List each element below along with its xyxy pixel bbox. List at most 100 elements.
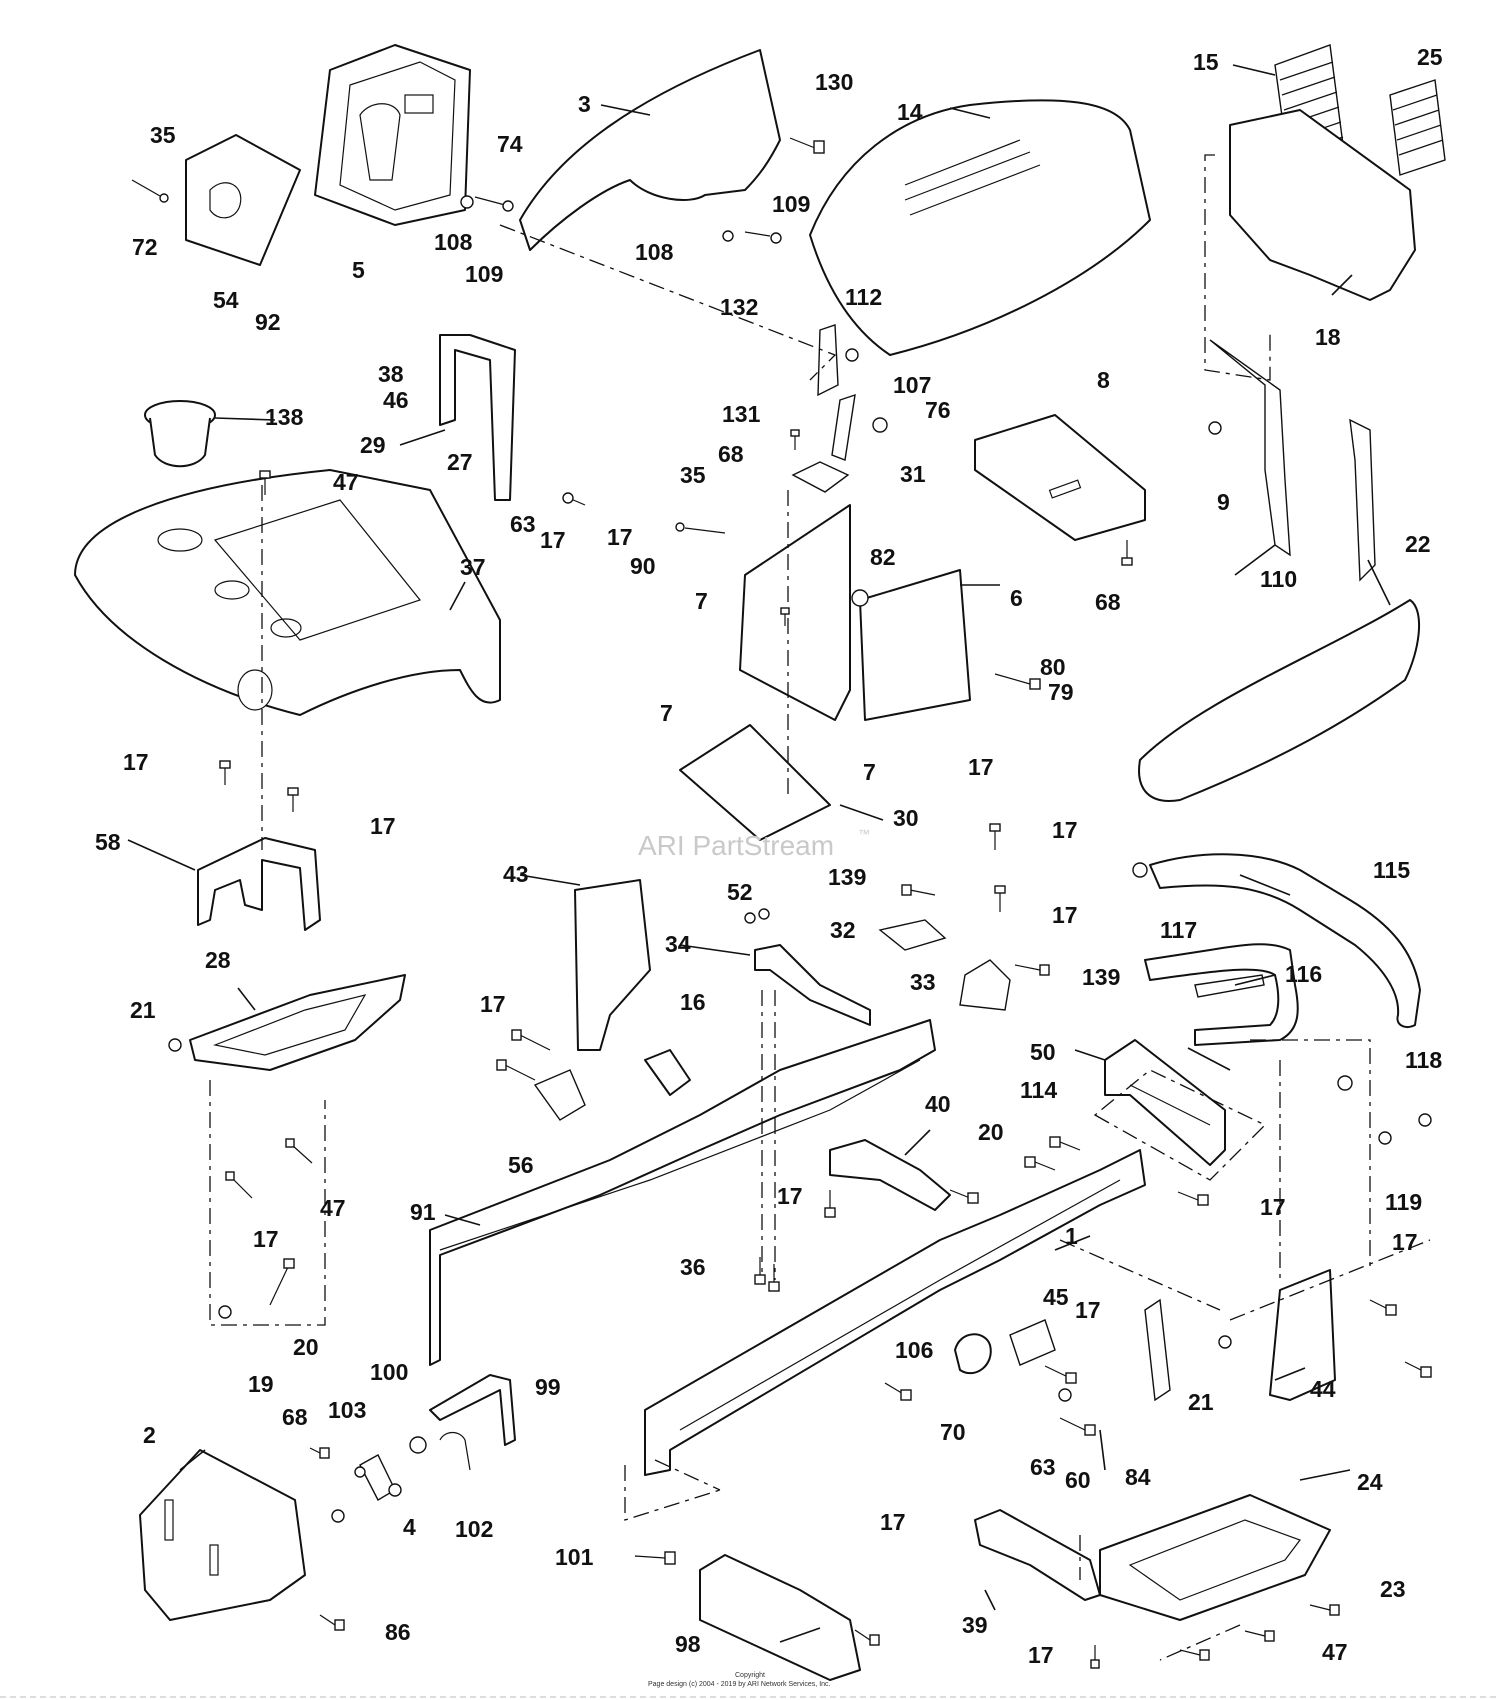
callout-17: 17 bbox=[1075, 1297, 1101, 1323]
callout-2: 2 bbox=[143, 1422, 156, 1448]
callout-34: 34 bbox=[665, 931, 691, 957]
callout-33: 33 bbox=[910, 969, 936, 995]
callout-21: 21 bbox=[130, 997, 156, 1023]
callout-84: 84 bbox=[1125, 1464, 1151, 1490]
callout-7: 7 bbox=[863, 759, 876, 785]
callout-138: 138 bbox=[265, 404, 304, 430]
callout-17: 17 bbox=[1028, 1642, 1054, 1668]
callout-47: 47 bbox=[1322, 1639, 1348, 1665]
callout-3: 3 bbox=[578, 91, 591, 117]
callout-17: 17 bbox=[607, 524, 633, 550]
callout-38: 38 bbox=[378, 361, 404, 387]
callout-68: 68 bbox=[1095, 589, 1121, 615]
callout-70: 70 bbox=[940, 1419, 966, 1445]
callout-4: 4 bbox=[403, 1514, 416, 1540]
callout-17: 17 bbox=[1052, 902, 1078, 928]
callout-17: 17 bbox=[480, 991, 506, 1017]
footer: Copyright Page design (c) 2004 - 2019 by… bbox=[0, 1672, 1500, 1698]
callout-28: 28 bbox=[205, 947, 231, 973]
callout-106: 106 bbox=[895, 1337, 933, 1363]
callout-47: 47 bbox=[320, 1195, 346, 1221]
callout-108: 108 bbox=[434, 229, 473, 255]
callout-44: 44 bbox=[1310, 1376, 1336, 1402]
callout-52: 52 bbox=[727, 879, 753, 905]
callout-47: 47 bbox=[333, 469, 359, 495]
callout-36: 36 bbox=[680, 1254, 706, 1280]
callout-54: 54 bbox=[213, 287, 239, 313]
callout-118: 118 bbox=[1405, 1047, 1442, 1073]
callout-17: 17 bbox=[880, 1509, 906, 1535]
callout-74: 74 bbox=[497, 131, 523, 157]
callout-45: 45 bbox=[1043, 1284, 1069, 1310]
footer-page-design: Page design (c) 2004 - 2019 by ARI Netwo… bbox=[648, 1681, 831, 1688]
callout-25: 25 bbox=[1417, 44, 1443, 70]
callout-17: 17 bbox=[1392, 1229, 1418, 1255]
callout-103: 103 bbox=[328, 1397, 366, 1423]
callout-23: 23 bbox=[1380, 1576, 1406, 1602]
callout-100: 100 bbox=[370, 1359, 408, 1385]
callout-6: 6 bbox=[1010, 585, 1023, 611]
callout-68: 68 bbox=[282, 1404, 308, 1430]
callout-43: 43 bbox=[503, 861, 529, 887]
callout-27: 27 bbox=[447, 449, 473, 475]
callout-99: 99 bbox=[535, 1374, 561, 1400]
callout-39: 39 bbox=[962, 1612, 988, 1638]
callout-108: 108 bbox=[635, 239, 674, 265]
callout-15: 15 bbox=[1193, 49, 1219, 75]
callout-30: 30 bbox=[893, 805, 919, 831]
callout-80: 80 bbox=[1040, 654, 1066, 680]
callout-29: 29 bbox=[360, 432, 386, 458]
callout-22: 22 bbox=[1405, 531, 1431, 557]
callout-60: 60 bbox=[1065, 1467, 1091, 1493]
callout-115: 115 bbox=[1373, 857, 1410, 883]
callout-14: 14 bbox=[897, 99, 923, 125]
callout-139: 139 bbox=[1082, 964, 1120, 990]
callout-114: 114 bbox=[1020, 1077, 1057, 1103]
leader-lines bbox=[127, 64, 1391, 1643]
callout-109: 109 bbox=[465, 261, 503, 287]
callout-35: 35 bbox=[150, 122, 176, 148]
callout-92: 92 bbox=[255, 309, 281, 335]
callout-119: 119 bbox=[1385, 1189, 1422, 1215]
callout-20: 20 bbox=[978, 1119, 1004, 1145]
callout-58: 58 bbox=[95, 829, 121, 855]
part-shapes bbox=[74, 44, 1446, 1681]
callout-132: 132 bbox=[720, 294, 758, 320]
callout-102: 102 bbox=[455, 1516, 493, 1542]
callout-46: 46 bbox=[383, 387, 409, 413]
callout-17: 17 bbox=[540, 527, 566, 553]
callout-5: 5 bbox=[352, 257, 365, 283]
callout-35: 35 bbox=[680, 462, 706, 488]
callout-76: 76 bbox=[925, 397, 951, 423]
callout-19: 19 bbox=[248, 1371, 274, 1397]
callout-56: 56 bbox=[508, 1152, 534, 1178]
callout-82: 82 bbox=[870, 544, 896, 570]
callout-63: 63 bbox=[510, 511, 536, 537]
callout-20: 20 bbox=[293, 1334, 319, 1360]
assembly-lines bbox=[209, 154, 1431, 1661]
hardware-bolts bbox=[168, 429, 1432, 1669]
callout-32: 32 bbox=[830, 917, 856, 943]
callout-91: 91 bbox=[410, 1199, 436, 1225]
callout-16: 16 bbox=[680, 989, 706, 1015]
callout-112: 112 bbox=[845, 284, 882, 310]
callout-7: 7 bbox=[660, 700, 673, 726]
callout-9: 9 bbox=[1217, 489, 1230, 515]
watermark-text: ARI PartStream bbox=[638, 830, 834, 861]
callout-110: 110 bbox=[1260, 566, 1297, 592]
callout-130: 130 bbox=[815, 69, 853, 95]
callout-17: 17 bbox=[370, 813, 396, 839]
callout-1: 1 bbox=[1065, 1223, 1078, 1249]
callout-17: 17 bbox=[1260, 1194, 1286, 1220]
callout-37: 37 bbox=[460, 554, 486, 580]
callout-18: 18 bbox=[1315, 324, 1341, 350]
callout-40: 40 bbox=[925, 1091, 951, 1117]
callout-116: 116 bbox=[1285, 961, 1322, 987]
callout-131: 131 bbox=[722, 401, 761, 427]
callout-117: 117 bbox=[1160, 917, 1197, 943]
callout-109: 109 bbox=[772, 191, 810, 217]
callout-17: 17 bbox=[123, 749, 149, 775]
callout-90: 90 bbox=[630, 553, 656, 579]
callout-101: 101 bbox=[555, 1544, 594, 1570]
